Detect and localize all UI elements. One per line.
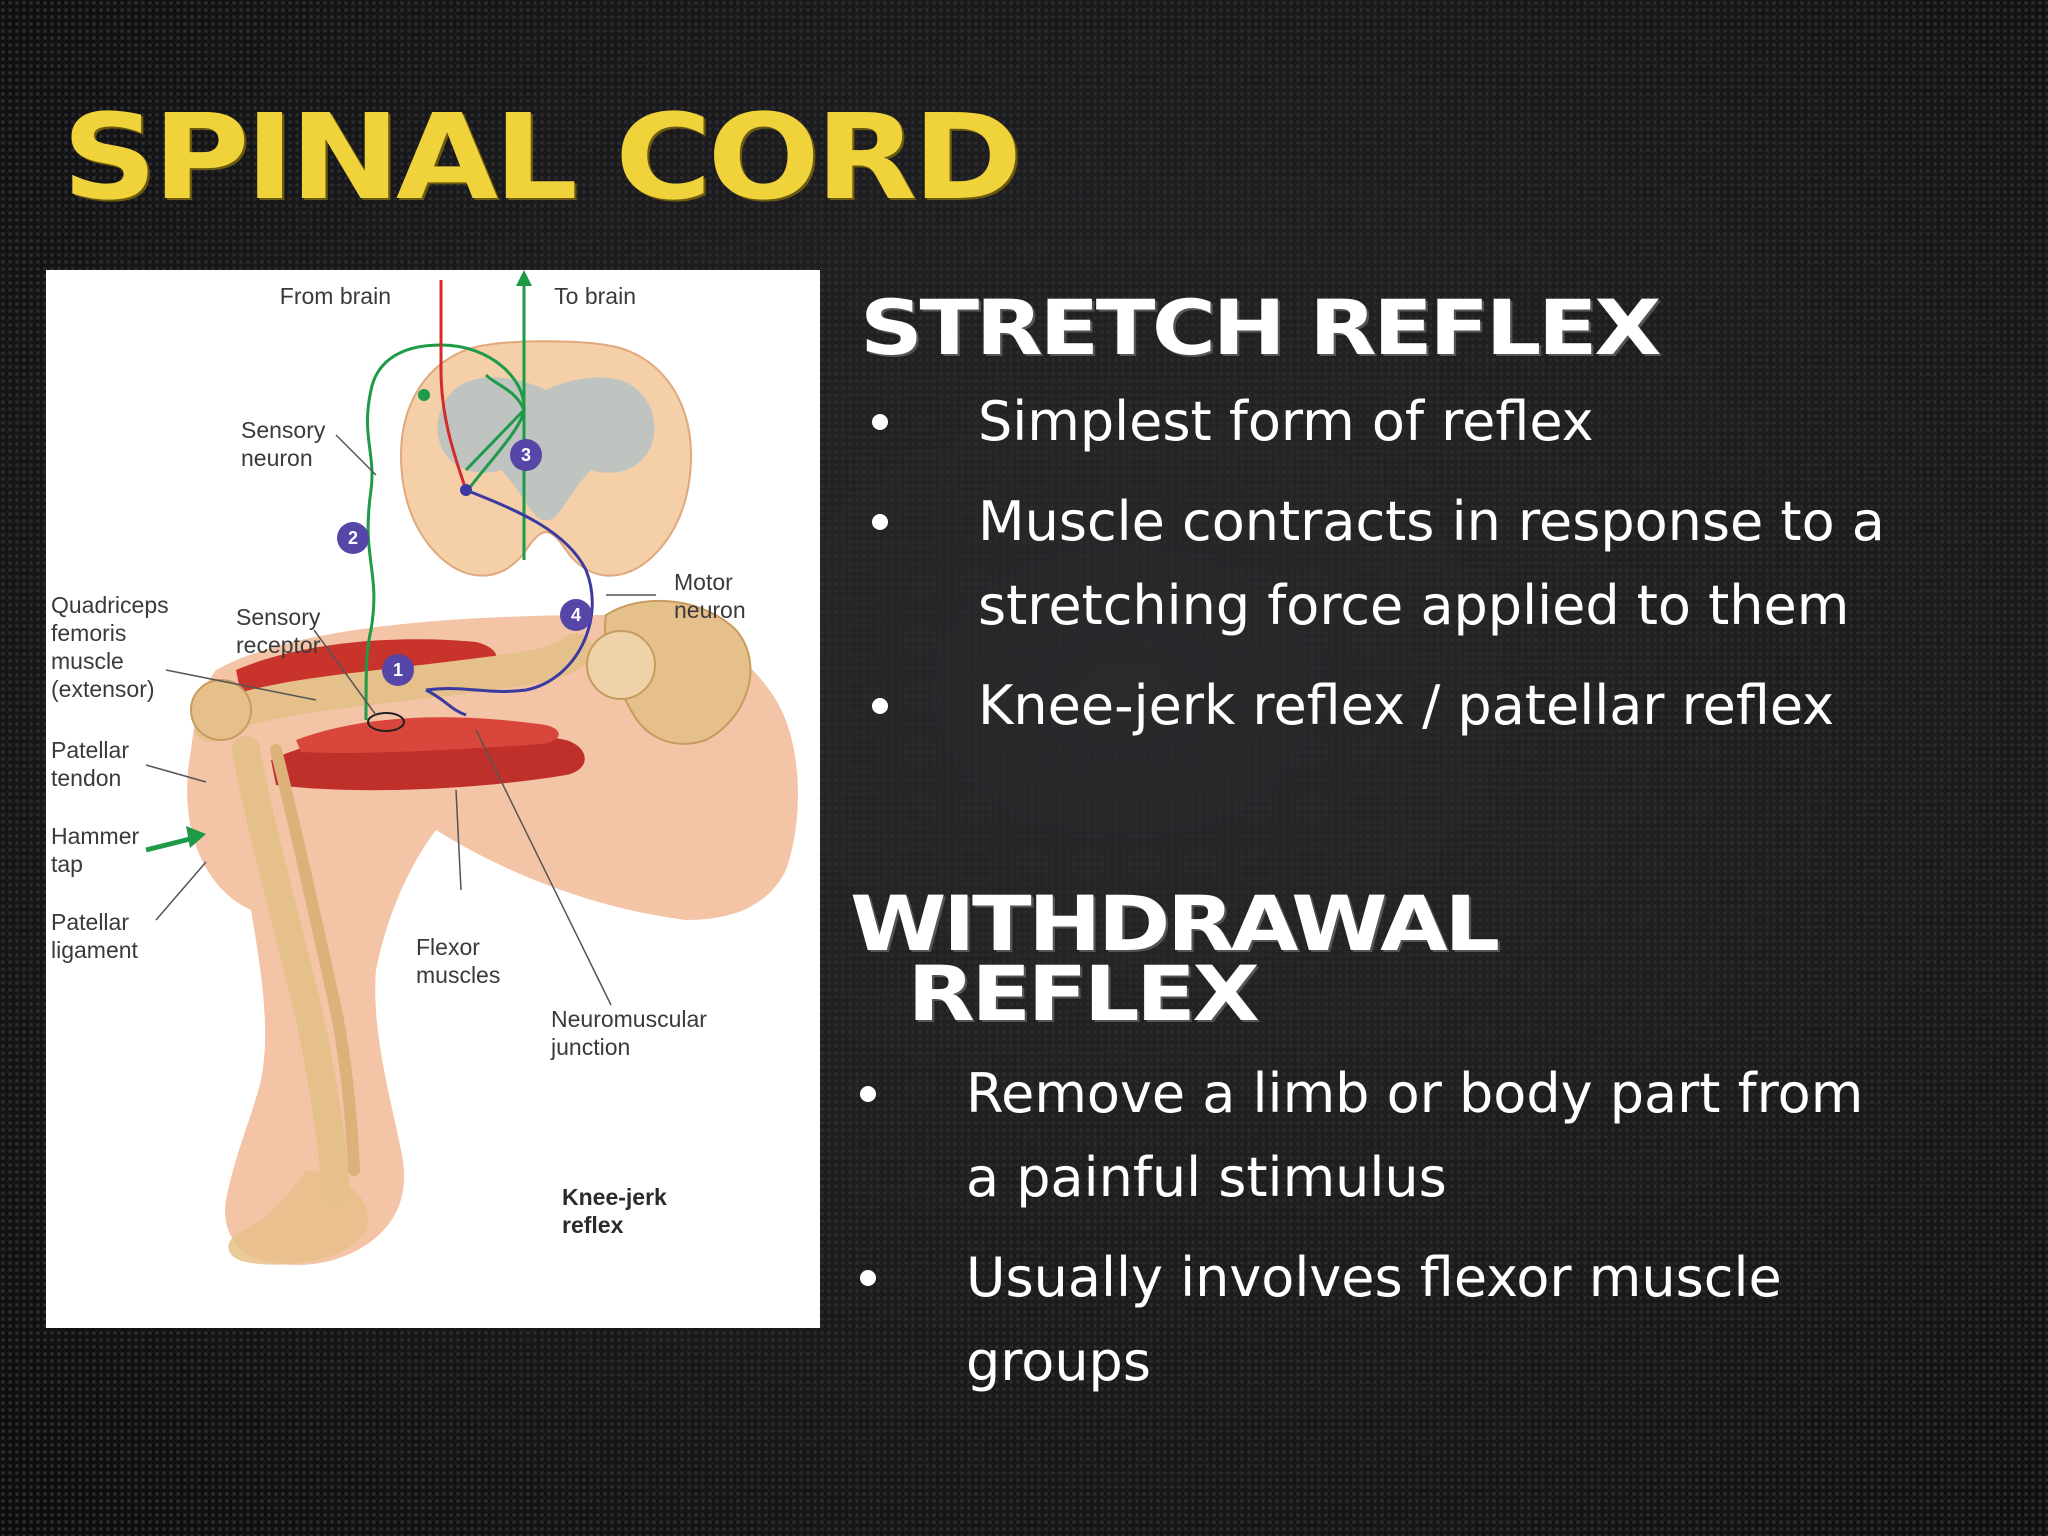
step-badge-1 [382,654,414,686]
label-sensory-neuron-1: Sensory [241,417,326,443]
step-badge-4 [560,599,592,631]
caption-knee-jerk-2: reflex [562,1212,624,1238]
label-neuromuscular-junction-1: Neuromuscular [551,1006,707,1032]
label-patellar-tendon-1: Patellar [51,737,129,763]
label-quadriceps-1: Quadriceps [51,592,169,618]
list-item: Simplest form of reflex [860,380,2020,464]
slide-title: SPINAL CORD [62,88,1022,226]
svg-text:3: 3 [521,445,531,465]
step-badge-2 [337,522,369,554]
svg-text:2: 2 [348,528,358,548]
list-item: Knee-jerk reflex / patellar reflex [860,664,2020,748]
label-sensory-receptor-1: Sensory [236,604,321,630]
label-sensory-neuron-2: neuron [241,445,313,471]
leg-illustration [187,599,798,1265]
label-patellar-ligament-1: Patellar [51,909,129,935]
label-quadriceps-2: femoris [51,620,126,646]
label-neuromuscular-junction-2: junction [550,1034,630,1060]
label-quadriceps-3: muscle [51,648,124,674]
withdrawal-reflex-heading: WITHDRAWAL REFLEX [850,879,1500,1038]
label-flexor-muscles-2: muscles [416,962,500,988]
label-hammer-tap-2: tap [51,851,83,877]
hammer-tap-arrow [145,835,195,853]
label-from-brain: From brain [280,283,391,309]
svg-text:4: 4 [571,605,581,625]
label-flexor-muscles-1: Flexor [416,934,480,960]
reflex-illustration: 3 2 4 1 From brain To brain Sensory neur… [51,270,798,1265]
stretch-reflex-list: Simplest form of reflex Muscle contracts… [860,380,2020,764]
caption-knee-jerk-1: Knee-jerk [562,1184,667,1210]
label-sensory-receptor-2: receptor [236,632,321,658]
label-patellar-ligament-2: ligament [51,937,139,963]
step-badge-3 [510,439,542,471]
label-quadriceps-4: (extensor) [51,676,155,702]
neural-pathways [364,270,594,732]
label-to-brain: To brain [554,283,636,309]
label-hammer-tap-1: Hammer [51,823,140,849]
label-motor-neuron-1: Motor [674,569,733,595]
label-motor-neuron-2: neuron [674,597,746,623]
knee-jerk-reflex-diagram: 3 2 4 1 From brain To brain Sensory neur… [46,270,820,1328]
spinal-cord-cross-section [399,340,693,577]
label-patellar-tendon-2: tendon [51,765,121,791]
step-badges: 3 2 4 1 [337,439,592,686]
svg-text:1: 1 [393,660,403,680]
stretch-reflex-heading: STRETCH REFLEX [860,283,1662,372]
